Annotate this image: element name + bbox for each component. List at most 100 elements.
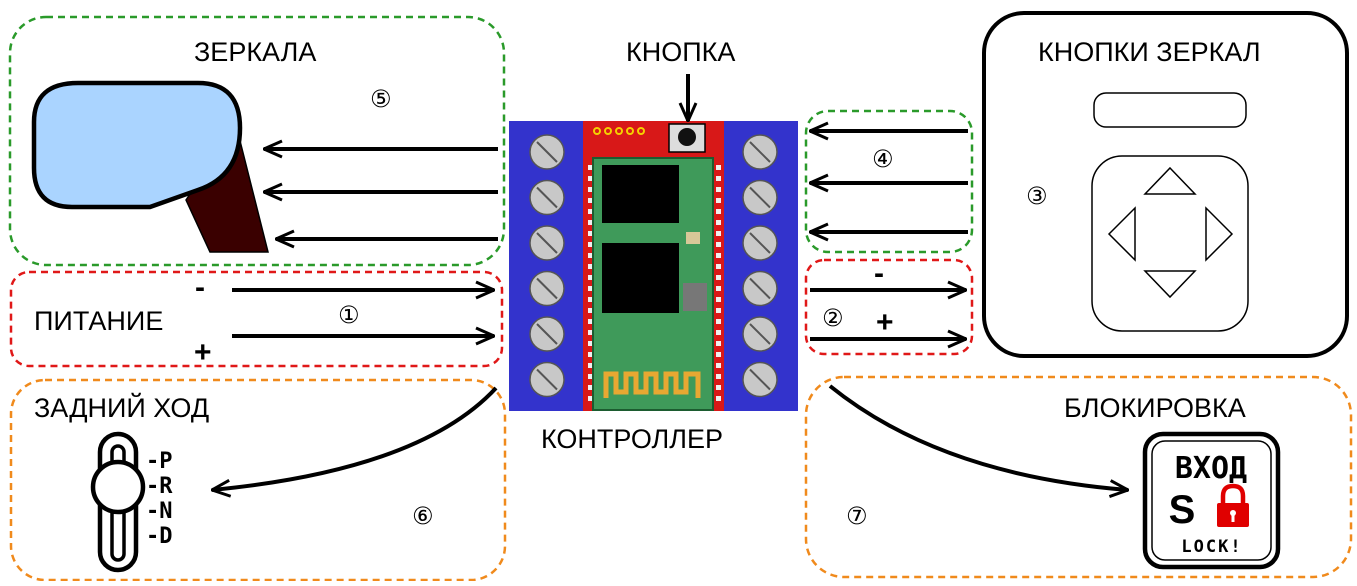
screw-slot — [536, 323, 558, 345]
arrow-right-icon — [1205, 206, 1234, 262]
direction-pad — [1091, 155, 1249, 332]
marker-5: ⑤ — [370, 86, 392, 113]
controller-board — [509, 121, 798, 411]
lock-group-box — [804, 375, 1353, 579]
button-label: КНОПКА — [626, 37, 735, 67]
pcb-pad — [588, 385, 593, 390]
lock-badge-letter: S — [1169, 488, 1196, 532]
power-minus-sign: - — [195, 271, 205, 304]
marker-3: ③ — [1026, 183, 1048, 210]
pcb-pad — [588, 275, 593, 280]
pcb-pad — [716, 198, 721, 203]
pcb-pad — [716, 396, 721, 401]
arrow-up-icon — [1143, 166, 1197, 195]
mirror-icon — [31, 80, 243, 210]
tact-button-cap — [678, 128, 696, 146]
reverse-wire — [212, 386, 498, 490]
pcb-pad — [716, 187, 721, 192]
lock-wire — [828, 384, 1128, 490]
pcb-pad — [588, 363, 593, 368]
lock-badge-inner — [1151, 440, 1272, 561]
marker-2: ② — [822, 305, 844, 332]
pcb-pad — [716, 165, 721, 170]
pcb-pad — [716, 209, 721, 214]
pcb-pad — [716, 264, 721, 269]
module-crystal — [683, 283, 707, 311]
power-plus-sign: + — [194, 336, 212, 369]
gear-shift-knob — [90, 459, 146, 515]
pcb-pad — [588, 308, 593, 313]
pcb-pad — [588, 220, 593, 225]
screw-slot — [536, 186, 558, 209]
pcb-pad — [716, 341, 721, 346]
lock-badge-bottom-text: LOCK! — [1181, 537, 1242, 557]
pcb-pad — [588, 231, 593, 236]
gear-position-label: -N — [146, 499, 173, 524]
pcb-pad — [716, 297, 721, 302]
module-chip-main — [602, 243, 679, 313]
screw-slot — [536, 141, 558, 163]
marker-1: ① — [338, 302, 360, 329]
pcb-pad — [588, 330, 593, 335]
header-pins — [593, 127, 645, 135]
pcb-pad — [588, 319, 593, 324]
marker-7: ⑦ — [846, 503, 868, 530]
gear-position-label: -D — [146, 524, 173, 549]
screw-slot — [749, 186, 771, 209]
power-label: ПИТАНИЕ — [34, 306, 163, 336]
antenna-trace — [603, 371, 701, 398]
lock-label: БЛОКИРОВКА — [1064, 393, 1246, 423]
controller-label: КОНТРОЛЛЕР — [541, 424, 723, 454]
mirrors-group-box — [8, 15, 506, 267]
screw-slot — [749, 368, 771, 391]
screw-slot — [536, 277, 558, 300]
pcb-pad — [716, 319, 721, 324]
marker-4: ④ — [872, 146, 894, 173]
output-plus-sign: + — [876, 306, 894, 339]
pcb-pad — [588, 297, 593, 302]
pcb-pad — [716, 330, 721, 335]
pcb-pad — [716, 286, 721, 291]
pcb-pad — [588, 264, 593, 269]
screw-slot — [749, 141, 771, 163]
lock-badge — [1142, 431, 1281, 570]
pcb-pad — [716, 253, 721, 258]
mirror-select-switch — [1093, 92, 1247, 128]
mirror-buttons-label: КНОПКИ ЗЕРКАЛ — [1038, 37, 1261, 67]
pcb-pad — [588, 374, 593, 379]
mirrors-label: ЗЕРКАЛА — [194, 37, 316, 67]
gear-position-label: -P — [146, 449, 173, 474]
pcb-pad — [716, 176, 721, 181]
lock-badge-top-text: ВХОД — [1175, 451, 1247, 486]
arrow-down-icon — [1143, 270, 1197, 299]
screw-slot — [536, 368, 558, 391]
pcb-pads — [588, 165, 721, 401]
reverse-group-box — [9, 378, 507, 582]
power-group-box — [9, 270, 504, 368]
pcb-pad — [588, 209, 593, 214]
pcb-pad — [716, 374, 721, 379]
pcb-pad — [588, 286, 593, 291]
pcb-pad — [588, 352, 593, 357]
module-chip-top — [602, 165, 679, 223]
pcb-pad — [716, 231, 721, 236]
screw-slot — [749, 232, 771, 254]
pcb-pad — [588, 396, 593, 401]
output-group-box — [804, 258, 974, 356]
pcb-pad — [716, 242, 721, 247]
pcb-pad — [716, 275, 721, 280]
screw-terminals — [529, 134, 778, 398]
pcb-pad — [716, 220, 721, 225]
screw-slot — [749, 277, 771, 300]
gear-position-label: -R — [146, 474, 173, 499]
pcb-pad — [588, 253, 593, 258]
pcb-pad — [588, 242, 593, 247]
marker-6: ⑥ — [412, 503, 434, 530]
pcb-pad — [716, 363, 721, 368]
output-minus-sign: - — [874, 257, 884, 290]
reverse-label: ЗАДНИЙ ХОД — [34, 392, 209, 423]
arrow-left-icon — [1107, 206, 1136, 262]
module-cap — [686, 232, 700, 244]
